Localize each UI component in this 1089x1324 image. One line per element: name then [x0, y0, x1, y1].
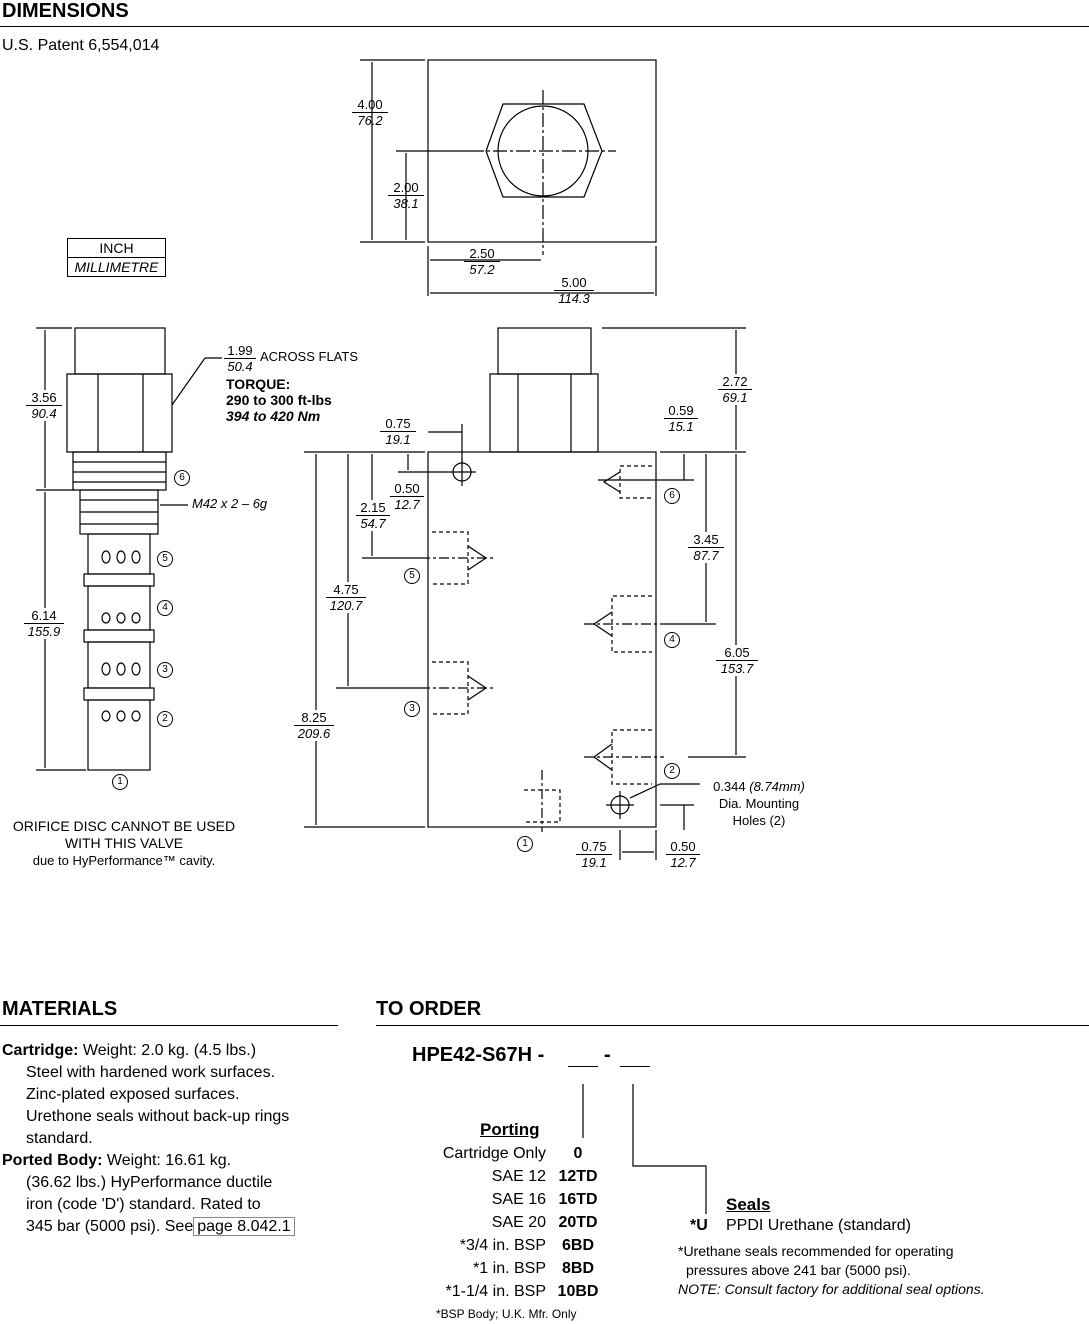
body-port-6: 6	[664, 488, 680, 504]
cartridge-port-1: 1	[112, 774, 128, 790]
cartridge-port-4: 4	[157, 600, 173, 616]
model-separator: -	[604, 1044, 611, 1066]
seals-title: Seals	[726, 1195, 771, 1214]
cartridge-port-2: 2	[157, 711, 173, 727]
model-code: HPE42-S67H -	[412, 1044, 545, 1066]
orifice-note-line-2: WITH THIS VALVE	[64, 835, 184, 851]
to-order-rule	[376, 1025, 1089, 1026]
orifice-note: ORIFICE DISC CANNOT BE USED WITH THIS VA…	[0, 818, 248, 869]
units-mm: MILLIMETRE	[74, 259, 159, 275]
dimension-drawings	[36, 59, 746, 860]
dimensions-heading: DIMENSIONS	[2, 0, 129, 22]
thread-spec: M42 x 2 – 6g	[192, 496, 268, 511]
units-inch: INCH	[68, 239, 165, 258]
to-order-heading: TO ORDER	[376, 998, 482, 1020]
cartridge-port-6: 6	[174, 470, 190, 486]
seal-notes: *Urethane seals recommended for operatin…	[678, 1243, 985, 1297]
orifice-note-line-3: due to HyPerformance™ cavity.	[32, 853, 216, 868]
body-port-3: 3	[404, 701, 420, 717]
dimensions-rule	[0, 26, 1089, 27]
orifice-note-line-1: ORIFICE DISC CANNOT BE USED	[12, 818, 236, 834]
torque-title: TORQUE:	[226, 376, 291, 392]
cartridge-label: Cartridge:	[2, 1042, 79, 1059]
cartridge-port-5: 5	[157, 551, 173, 567]
body-port-5: 5	[404, 568, 420, 584]
across-flats-label: ACROSS FLATS	[260, 349, 359, 364]
porting-title: Porting	[480, 1120, 540, 1139]
bsp-note: *BSP Body; U.K. Mfr. Only	[436, 1307, 577, 1321]
body-port-1: 1	[517, 836, 533, 852]
body-port-4: 4	[664, 632, 680, 648]
units-legend: INCH MILLIMETRE	[67, 238, 166, 277]
seals-blank	[620, 1066, 650, 1067]
porting-blank	[568, 1066, 598, 1067]
cartridge-stem	[87, 699, 151, 771]
ported-body-label: Ported Body:	[2, 1152, 103, 1169]
patent-text: U.S. Patent 6,554,014	[2, 37, 160, 54]
mounting-holes-note: 0.344 (8.74mm) Dia. Mounting Holes (2)	[713, 779, 805, 828]
torque-ft-lbs: 290 to 300 ft-lbs	[226, 392, 332, 408]
cartridge-port-3: 3	[157, 662, 173, 678]
materials-heading: MATERIALS	[2, 998, 118, 1020]
page-link[interactable]: page 8.042.1	[193, 1217, 295, 1236]
cartridge-hex	[66, 373, 173, 453]
top-view-hex	[485, 103, 603, 198]
torque-block: TORQUE: 290 to 300 ft-lbs 394 to 420 Nm	[226, 376, 332, 424]
seal-label: PPDI Urethane (standard)	[726, 1217, 911, 1234]
seal-code: *U	[690, 1217, 708, 1234]
materials-text: Cartridge: Weight: 2.0 kg. (4.5 lbs.) St…	[2, 1040, 342, 1238]
torque-nm: 394 to 420 Nm	[226, 408, 321, 424]
body-port-2: 2	[664, 763, 680, 779]
materials-rule	[0, 1025, 338, 1026]
